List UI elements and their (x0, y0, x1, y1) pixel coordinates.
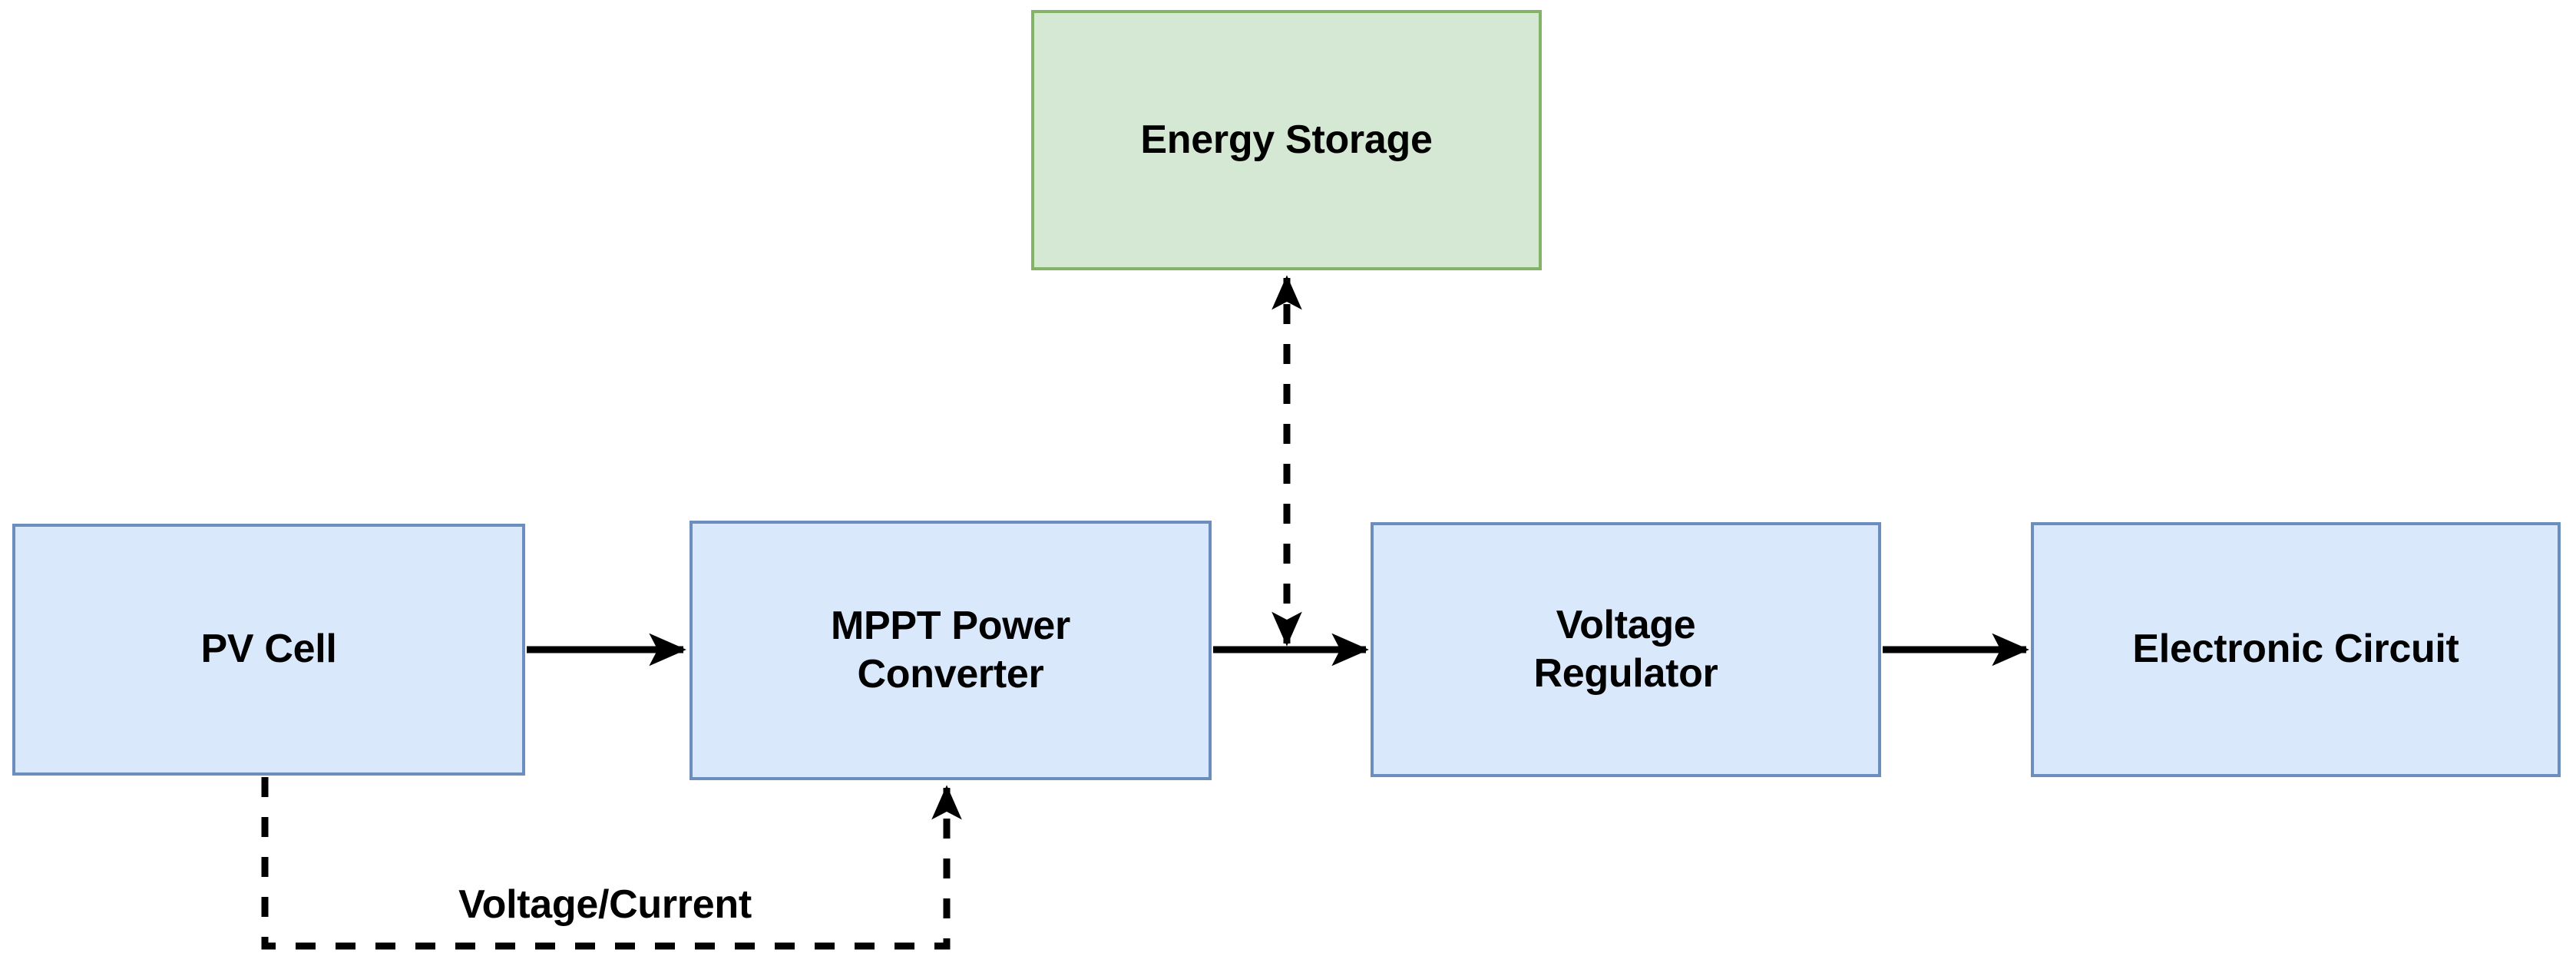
node-energy-storage[interactable] (1031, 10, 1542, 270)
node-electronic-circuit[interactable] (2031, 522, 2561, 777)
edge-label-voltage-current: Voltage/Current (451, 885, 759, 925)
arrow-feedback-voltage-current (261, 777, 962, 950)
edge-feedback-voltage-current (261, 777, 962, 950)
node-mppt-power-converter[interactable] (689, 521, 1212, 780)
node-voltage-regulator[interactable] (1371, 522, 1881, 777)
node-pv-cell[interactable] (12, 524, 525, 776)
